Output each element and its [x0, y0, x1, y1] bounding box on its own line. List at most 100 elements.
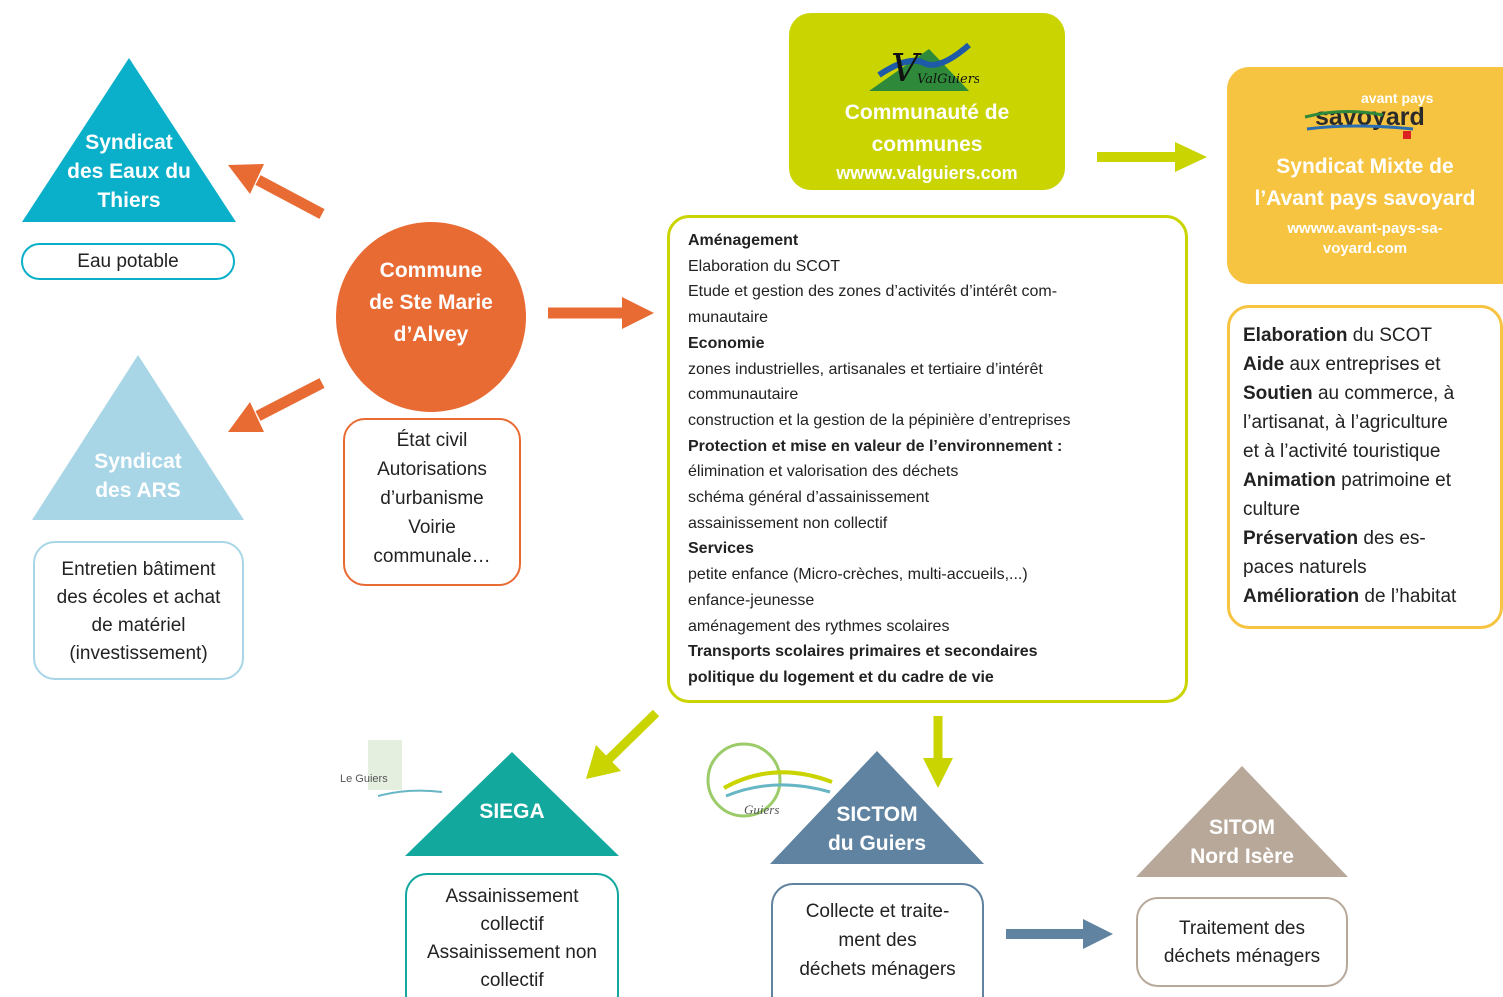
- competence-item: petite enfance (Micro-crèches, multi-acc…: [688, 566, 1028, 584]
- communaute-title-line: Communauté de: [844, 101, 1010, 124]
- communaute-title: Communauté de communes: [789, 97, 1065, 161]
- sictom-logo-text: Guiers: [744, 802, 779, 817]
- avant-pays-duty-keyword: Amélioration: [1243, 586, 1360, 607]
- sitom-triangle: [1136, 766, 1348, 877]
- sictom-duty-line: Collecte et traite-: [805, 901, 950, 922]
- avant-pays-duty-text: du SCOT: [1347, 325, 1432, 346]
- avant-pays-duties: Elaboration du SCOT Aide aux entreprises …: [1227, 305, 1503, 629]
- arrow-sictom-to-sitom: [1006, 919, 1113, 949]
- commune-duty-line: d’urbanisme: [380, 488, 484, 509]
- avant-pays-duty-text: au commerce, à: [1312, 383, 1455, 404]
- sictom-title: SICTOM du Guiers: [770, 800, 984, 858]
- valguiers-logo: V ValGuiers: [869, 42, 979, 91]
- avant-pays-url-line: wwww.avant-pays-sa-: [1287, 220, 1443, 237]
- avant-pays-duty-text: des es-: [1358, 528, 1426, 549]
- competence-item: Elaboration du SCOT: [688, 257, 841, 275]
- competence-item: élimination et valorisation des déchets: [688, 463, 959, 481]
- avant-pays-duty-line: l’artisanat, à l’agriculture: [1243, 408, 1500, 437]
- syndicat-ars-duty-line: des écoles et achat: [56, 587, 221, 608]
- avant-pays-duty-line: Aide aux entreprises et: [1243, 350, 1500, 379]
- commune-title: Commune de Ste Marie d’Alvey: [336, 255, 526, 351]
- syndicat-ars-duty-line: de matériel: [91, 615, 186, 636]
- sitom-duty-line: déchets ménagers: [1163, 946, 1321, 967]
- syndicat-eaux-title-line: Syndicat: [85, 131, 173, 154]
- competence-heading: Transports scolaires primaires et second…: [688, 643, 1038, 661]
- competence-item: Etude et gestion des zones d’activités d…: [688, 283, 1058, 301]
- syndicat-ars-duty-line: (investissement): [69, 643, 208, 664]
- avant-pays-box: avant pays savoyard Syndicat Mixte de l’…: [1227, 67, 1503, 284]
- siega-duties: Assainissement collectif Assainissement …: [405, 873, 619, 997]
- communaute-url[interactable]: wwww.valguiers.com: [836, 163, 1018, 183]
- arrow-competences-to-siega: [586, 709, 660, 779]
- siega-shape: [405, 752, 619, 856]
- avant-pays-duty-line: Soutien au commerce, à: [1243, 379, 1500, 408]
- avant-pays-duty-text: et à l’activité touristique: [1243, 441, 1441, 462]
- commune-duty-line: communale…: [373, 546, 491, 567]
- avant-pays-duty-line: paces naturels: [1243, 553, 1500, 582]
- avant-pays-duty-keyword: Elaboration: [1243, 325, 1348, 346]
- sitom-title-line: SITOM: [1208, 816, 1276, 839]
- avant-pays-duty-text: paces naturels: [1243, 557, 1367, 578]
- syndicat-ars-title-line: des ARS: [95, 479, 181, 502]
- syndicat-eaux-title-line: des Eaux du: [67, 160, 191, 183]
- sitom-duty-line: Traitement des: [1178, 918, 1305, 939]
- syndicat-eaux-shape: [22, 58, 236, 222]
- avant-pays-duty-line: et à l’activité touristique: [1243, 437, 1500, 466]
- siega-duty-line: collectif: [480, 970, 544, 991]
- syndicat-ars-duties: Entretien bâtiment des écoles et achat d…: [33, 541, 244, 680]
- le-guiers-logo: Le Guiers: [340, 740, 442, 797]
- competence-item: assainissement non collectif: [688, 514, 888, 532]
- avant-pays-duty-text: l’artisanat, à l’agriculture: [1243, 412, 1448, 433]
- competence-heading: Economie: [688, 334, 765, 352]
- sictom-duties: Collecte et traite- ment des déchets mén…: [771, 883, 984, 997]
- competence-item: munautaire: [688, 309, 769, 327]
- arrow-commune-to-competences: [548, 297, 654, 329]
- sictom-duty-line: ment des: [838, 930, 917, 951]
- syndicat-ars-duty-line: Entretien bâtiment: [61, 559, 216, 580]
- avant-pays-duty-text: aux entreprises et: [1284, 354, 1441, 375]
- syndicat-eaux-title: Syndicat des Eaux du Thiers: [22, 128, 236, 215]
- syndicat-ars-title-line: Syndicat: [94, 450, 182, 473]
- commune-duties: État civil Autorisations d’urbanisme Voi…: [343, 418, 521, 586]
- avant-pays-duty-text: patrimoine et: [1335, 470, 1452, 491]
- sictom-title-line: du Guiers: [827, 832, 927, 855]
- avant-pays-title: Syndicat Mixte de l’Avant pays savoyard: [1227, 151, 1503, 215]
- valguiers-logo-text: ValGuiers: [917, 72, 979, 87]
- arrow-communaute-to-avant-pays: [1097, 142, 1207, 172]
- svg-text:V: V: [891, 46, 922, 90]
- sitom-title-line: Nord Isère: [1190, 845, 1294, 868]
- avant-pays-title-line: l’Avant pays savoyard: [1254, 187, 1476, 210]
- communaute-title-line: communes: [871, 133, 983, 156]
- arrow-commune-to-ars: [228, 378, 325, 432]
- sictom-triangle: [770, 751, 984, 864]
- syndicat-eaux-duty-text: Eau potable: [77, 251, 179, 272]
- syndicat-eaux-triangle: [22, 58, 236, 222]
- avant-pays-duty-text: culture: [1243, 499, 1301, 520]
- sitom-shape: [1136, 766, 1348, 877]
- sictom-title-line: SICTOM: [836, 803, 918, 826]
- competence-item: zones industrielles, artisanales et tert…: [688, 360, 1043, 378]
- sictom-logo: Guiers: [706, 742, 833, 818]
- avant-pays-duty-keyword: Préservation: [1243, 528, 1359, 549]
- competence-heading: Aménagement: [688, 232, 799, 249]
- siega-duty-line: Assainissement: [445, 886, 579, 907]
- competence-item: aménagement des rythmes scolaires: [688, 617, 950, 635]
- syndicat-ars-triangle: [32, 355, 244, 520]
- siega-duty-line: collectif: [480, 914, 544, 935]
- syndicat-eaux-title-line: Thiers: [97, 189, 161, 212]
- savoyard-logo-small: avant pays: [1361, 90, 1434, 106]
- commune-title-line: Commune: [379, 259, 483, 282]
- avant-pays-url[interactable]: wwww.avant-pays-sa- voyard.com: [1227, 219, 1503, 259]
- competence-item: communautaire: [688, 386, 799, 404]
- avant-pays-title-line: Syndicat Mixte de: [1276, 155, 1454, 178]
- sictom-duty-line: déchets ménagers: [799, 959, 956, 980]
- commune-circle: [336, 222, 526, 412]
- arrow-competences-to-sictom: [923, 716, 953, 788]
- avant-pays-duty-line: Préservation des es-: [1243, 524, 1500, 553]
- competence-item: schéma général d’assainissement: [688, 489, 930, 507]
- avant-pays-duty-keyword: Aide: [1243, 354, 1285, 375]
- syndicat-ars-shape: [32, 355, 244, 520]
- commune-title-line: de Ste Marie: [369, 291, 493, 314]
- competence-heading: Protection et mise en valeur de l’enviro…: [688, 437, 1063, 455]
